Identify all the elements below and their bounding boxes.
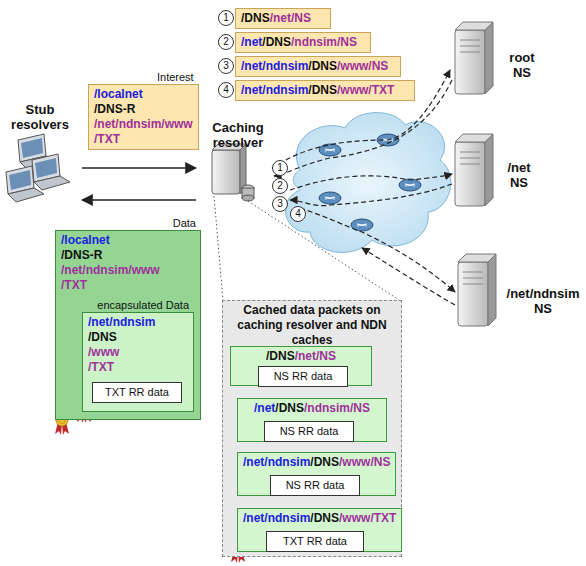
callout-number: 4 xyxy=(290,206,306,222)
callout-number: 1 xyxy=(218,10,234,26)
name-component: /net/ndnsim xyxy=(241,83,308,97)
name-component: /net/ndnsim xyxy=(88,315,188,330)
rr-data: TXT RR data xyxy=(98,385,176,400)
callout-number: 2 xyxy=(218,34,234,50)
node-box: NS RR data xyxy=(264,421,354,442)
name-component: /www xyxy=(339,455,370,469)
name-component: /DNS xyxy=(266,349,295,363)
node-box: NS RR data xyxy=(270,475,360,496)
name-component: /net xyxy=(243,455,264,469)
node-box: Stub resolvers xyxy=(0,100,80,206)
callout-number: 3 xyxy=(272,196,288,212)
name-component: /NS xyxy=(370,455,390,469)
node-label: Caching resolver xyxy=(203,120,273,150)
node-label: Cached data packets on caching resolver … xyxy=(228,303,396,348)
node-box: Caching resolver xyxy=(198,118,278,206)
node-label: root NS xyxy=(502,50,542,80)
name-component: /DNS xyxy=(88,330,188,345)
name-component: /DNS xyxy=(275,401,304,415)
name-component: /NS xyxy=(350,401,370,415)
name-component: /DNS xyxy=(308,59,337,73)
name-component: /ndnsim xyxy=(304,401,350,415)
name-component: /TXT xyxy=(61,278,195,293)
node-box: /net/DNS/ndnsim/NSNS RR data xyxy=(237,398,387,442)
callout-number: 1 xyxy=(272,160,288,176)
node-box: TXT RR data xyxy=(266,531,364,552)
name-component: /DNS xyxy=(310,511,339,525)
callout-number: 3 xyxy=(218,58,234,74)
rr-data: NS RR data xyxy=(270,424,348,439)
node-label: /net/ndnsim NS xyxy=(502,286,584,316)
name-component: /www xyxy=(88,345,188,360)
flow-arrow xyxy=(82,167,196,169)
node-box: /DNS/net/NS xyxy=(235,8,331,29)
name-component: /ndnsim xyxy=(264,511,310,525)
node-box: /net/ndnsim/DNS/www/TXT TXT RR data xyxy=(237,508,402,552)
name-component: /ndnsim xyxy=(264,455,310,469)
packet-heading: Data xyxy=(173,216,196,231)
name-component: /TXT xyxy=(370,511,396,525)
name-component: /DNS xyxy=(308,83,337,97)
packet-heading: encapsulated Data xyxy=(97,298,189,313)
name-component: /localnet xyxy=(94,87,193,102)
node-box: TXT RR data xyxy=(92,382,182,403)
node-box: /net/ndnsim NS xyxy=(497,284,586,318)
node-box: /net/ndnsim/DNS/www/NS xyxy=(235,56,401,77)
packet-heading: Interest xyxy=(157,70,194,85)
node-box: /DNS/net/NS NS RR data xyxy=(230,346,372,386)
name-component: /net xyxy=(243,511,264,525)
name-component: /ndnsim/NS xyxy=(291,35,357,49)
name-component: /net xyxy=(241,35,262,49)
rr-data: NS RR data xyxy=(264,369,342,384)
name-component: /net xyxy=(295,349,316,363)
name-component: /NS xyxy=(316,349,336,363)
name-component: /net/NS xyxy=(270,11,311,25)
node-label: Stub resolvers xyxy=(5,102,75,132)
name-component: /www/NS xyxy=(337,59,388,73)
name-component: /DNS-R xyxy=(94,102,193,117)
name-component: /DNS xyxy=(241,11,270,25)
callout-number: 2 xyxy=(272,178,288,194)
node-box: Data/localnet/DNS-R/net/ndnsim/www/TXTen… xyxy=(55,230,201,420)
callout-number: 4 xyxy=(218,82,234,98)
name-component: /DNS-R xyxy=(61,248,195,263)
node-box: encapsulated Data/net/ndnsim/DNS/www/TXT… xyxy=(82,312,194,412)
node-box: /net/DNS/ndnsim/NS xyxy=(235,32,371,53)
node-box: root NS xyxy=(497,48,547,82)
name-component: /net/ndnsim/www xyxy=(94,117,193,132)
name-component: /net/ndnsim xyxy=(241,59,308,73)
name-component: /net/ndnsim/www xyxy=(61,263,195,278)
node-label: /net NS xyxy=(499,160,539,190)
rr-data: NS RR data xyxy=(276,478,354,493)
node-box: Interest/localnet/DNS-R/net/ndnsim/www/T… xyxy=(88,84,199,150)
name-component: /TXT xyxy=(88,360,188,375)
name-component: /TXT xyxy=(94,132,193,147)
name-component: /www/TXT xyxy=(337,83,394,97)
flow-arrow xyxy=(82,199,196,201)
name-component: /net xyxy=(254,401,275,415)
name-component: /localnet xyxy=(61,233,195,248)
name-component: /DNS xyxy=(262,35,291,49)
node-box: /net/ndnsim/DNS/www/NS NS RR data xyxy=(237,452,396,496)
node-box: Cached data packets on caching resolver … xyxy=(222,300,402,557)
rr-data: TXT RR data xyxy=(272,534,358,549)
name-component: /DNS xyxy=(310,455,339,469)
node-box: NS RR data xyxy=(258,366,348,387)
name-component: /www xyxy=(339,511,370,525)
node-box: /net NS xyxy=(494,158,544,192)
node-box: /net/ndnsim/DNS/www/TXT xyxy=(235,80,415,101)
